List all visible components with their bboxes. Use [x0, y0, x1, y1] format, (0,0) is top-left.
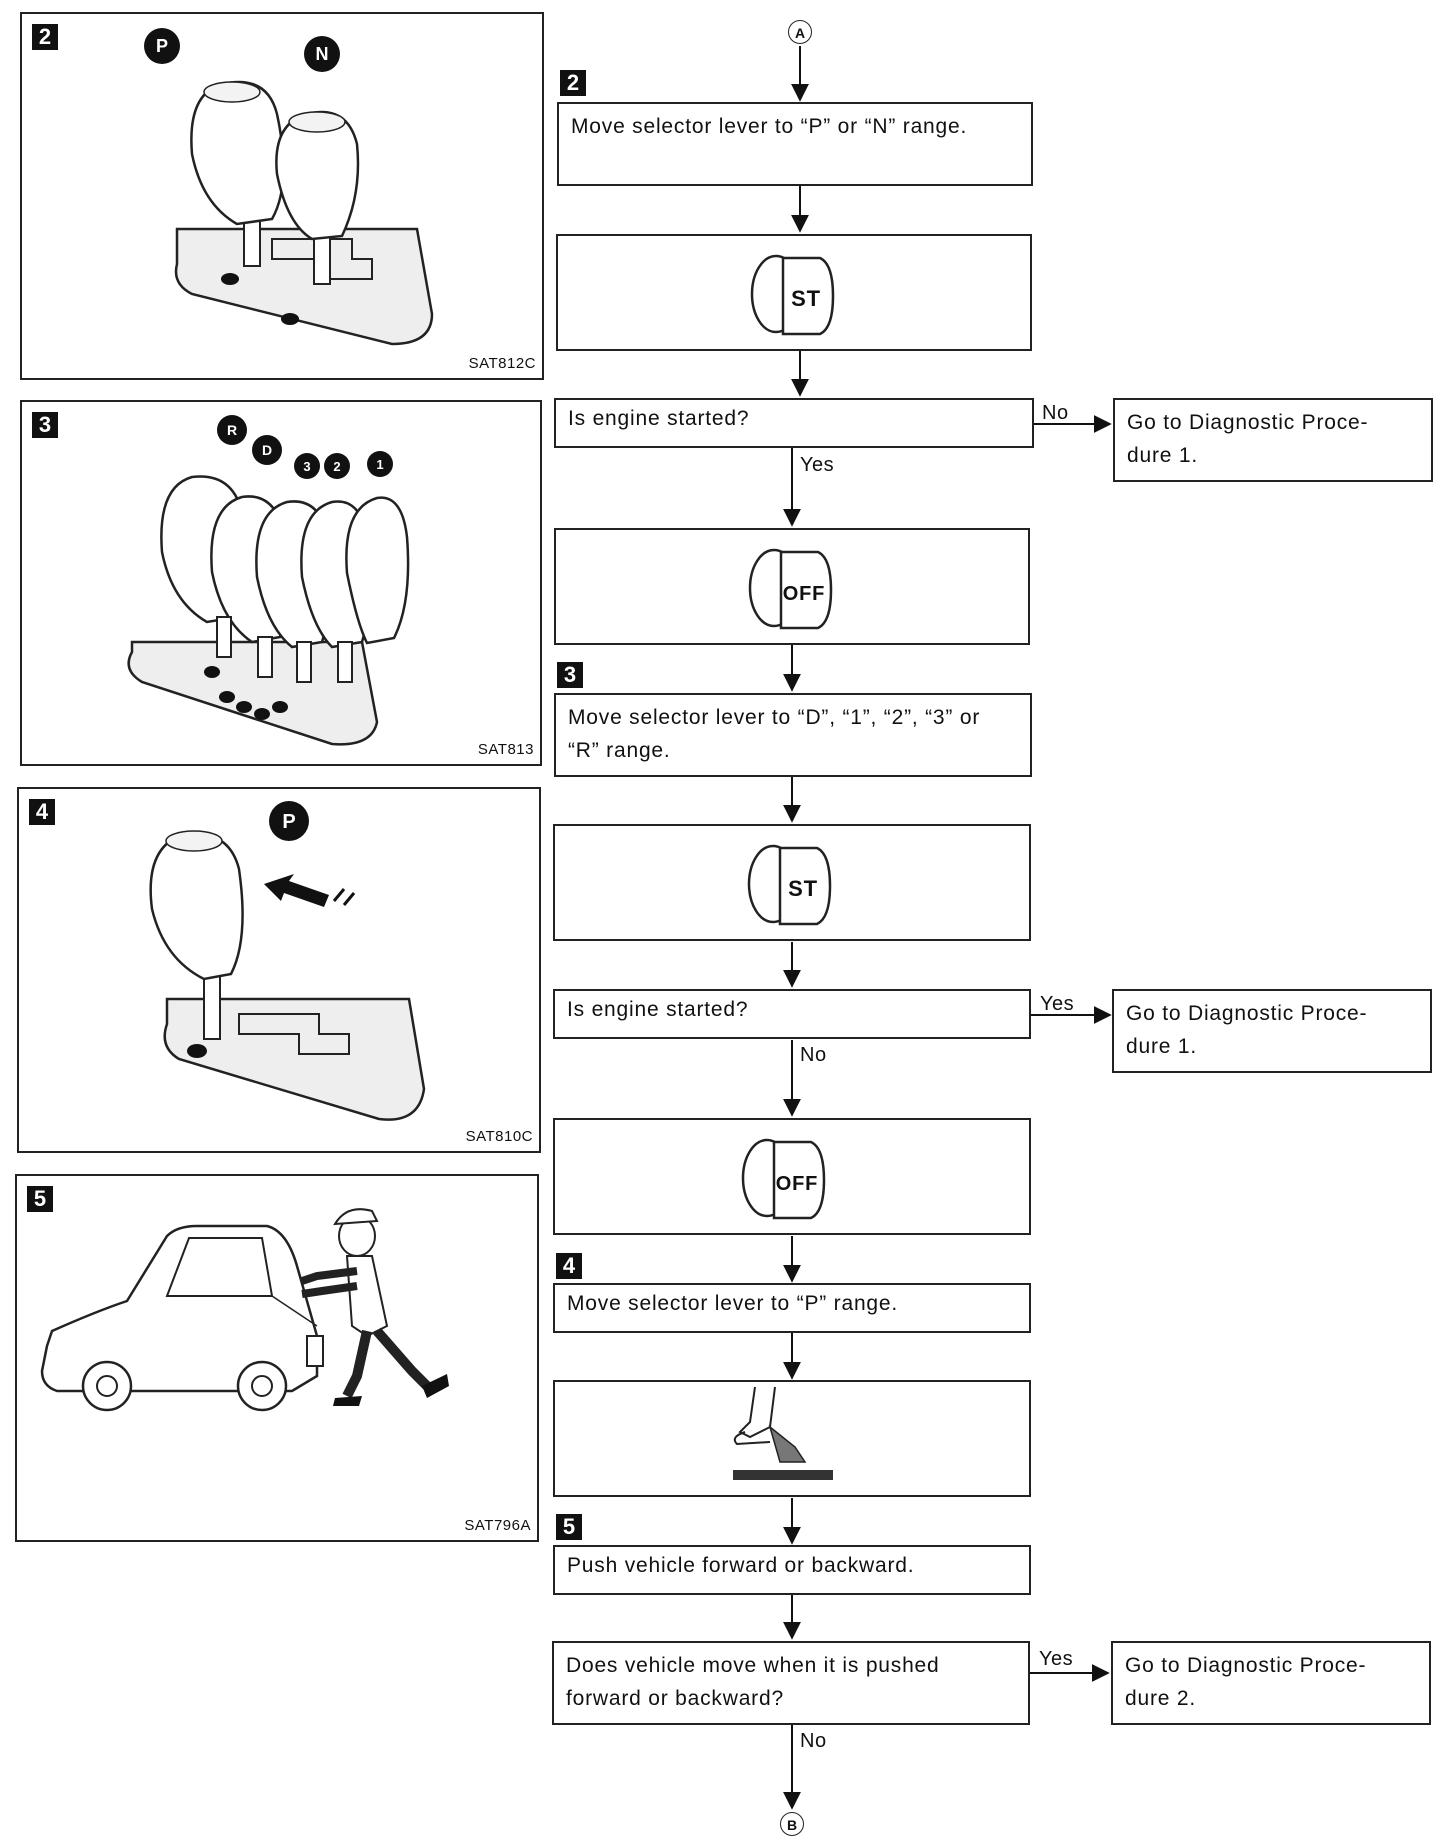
range-label: N	[316, 44, 329, 64]
range-label: P	[156, 36, 168, 56]
instruction-box: Move selector lever to “D”, “1”, “2”, “3…	[554, 693, 1032, 777]
foot-on-brake-pedal-icon	[733, 1386, 833, 1480]
ignition-box: OFF	[554, 528, 1030, 645]
goto-box: Go to Diagnostic Proce- dure 1.	[1112, 989, 1432, 1073]
brake-pedal-box	[553, 1380, 1031, 1497]
step-badge: 3	[32, 412, 58, 438]
key-label: ST	[791, 286, 821, 311]
ignition-box: ST	[553, 824, 1031, 941]
shift-lever-p-n-illustration: P N	[144, 28, 434, 346]
step-badge: 2	[560, 70, 586, 96]
ignition-key-start-icon: ST	[750, 254, 835, 336]
ignition-key-start-icon: ST	[747, 844, 832, 926]
person-pushing-car-illustration	[40, 1208, 449, 1412]
range-label: P	[282, 811, 295, 833]
decision-box: Is engine started?	[553, 989, 1031, 1039]
decision-box: Does vehicle move when it is pushed forw…	[552, 1641, 1030, 1725]
yes-label: Yes	[800, 454, 835, 476]
key-label: OFF	[776, 1173, 818, 1195]
yes-label: Yes	[1040, 993, 1075, 1015]
step-badge: 4	[29, 799, 55, 825]
step-badge: 2	[32, 24, 58, 50]
shift-lever-p-push-illustration: P	[149, 801, 426, 1121]
figure-panel-step2: 2 P N SAT812C	[20, 12, 544, 380]
instruction-box: Move selector lever to “P” range.	[553, 1283, 1031, 1333]
shift-lever-r-d-3-2-1-illustration: R D 3 2 1	[127, 415, 410, 746]
range-label: D	[262, 442, 272, 458]
key-label: ST	[788, 876, 818, 901]
ignition-key-off-icon: OFF	[741, 1138, 826, 1220]
range-label: 2	[333, 459, 340, 474]
goto-box: Go to Diagnostic Proce- dure 1.	[1113, 398, 1433, 482]
figure-code: SAT796A	[464, 1517, 531, 1534]
step-badge: 5	[556, 1514, 582, 1540]
connector-a: A	[788, 20, 812, 44]
figure-panel-step5: 5 SAT796A	[15, 1174, 539, 1542]
figure-code: SAT812C	[468, 355, 536, 372]
step-badge: 4	[556, 1253, 582, 1279]
instruction-box: Move selector lever to “P” or “N” range.	[557, 102, 1033, 186]
goto-box: Go to Diagnostic Proce- dure 2.	[1111, 1641, 1431, 1725]
key-label: OFF	[783, 583, 825, 605]
decision-box: Is engine started?	[554, 398, 1034, 448]
figure-code: SAT813	[477, 741, 534, 758]
no-label: No	[800, 1044, 827, 1066]
range-label: 1	[376, 457, 383, 472]
ignition-key-off-icon: OFF	[748, 548, 833, 630]
ignition-box: OFF	[553, 1118, 1031, 1235]
yes-label: Yes	[1039, 1648, 1074, 1670]
connector-b: B	[780, 1812, 804, 1836]
figure-panel-step3: 3 R D 3 2 1 SAT813	[20, 400, 542, 766]
instruction-box: Push vehicle forward or backward.	[553, 1545, 1031, 1595]
step-badge: 3	[557, 662, 583, 688]
ignition-box: ST	[556, 234, 1032, 351]
no-label: No	[1042, 402, 1069, 424]
range-label: R	[227, 422, 237, 438]
figure-panel-step4: 4 P SAT810C	[17, 787, 541, 1153]
range-label: 3	[303, 459, 310, 474]
figure-code: SAT810C	[465, 1128, 533, 1145]
step-badge: 5	[27, 1186, 53, 1212]
no-label: No	[800, 1730, 827, 1752]
